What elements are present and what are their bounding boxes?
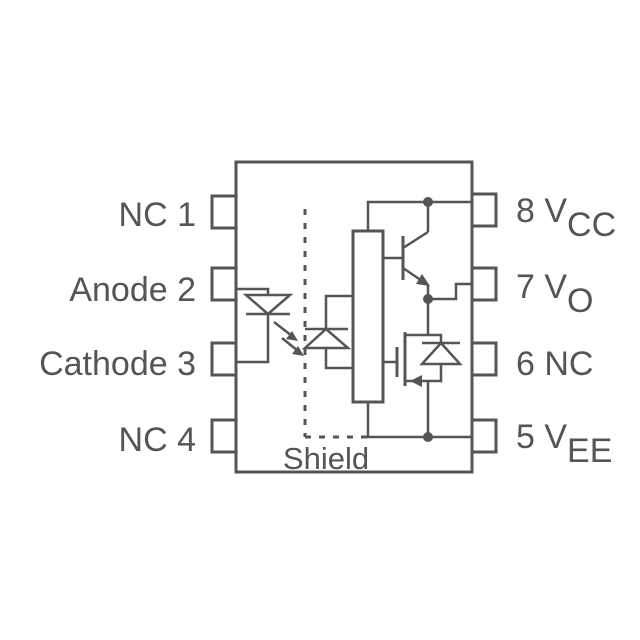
bjt-collector [402, 230, 429, 250]
anode-wire [236, 287, 270, 295]
mosfet-transistor [383, 332, 430, 437]
vo-wire [428, 282, 472, 301]
pin-6-label: 6 NC [516, 345, 593, 383]
light-arrows-icon [273, 321, 304, 356]
pin-7-stub [470, 266, 498, 302]
mosfet-arrow-icon [410, 375, 422, 387]
pin-1-stub [210, 194, 238, 230]
pin-6-prefix: 6 NC [516, 345, 593, 383]
photodiode-top-wire [324, 294, 353, 329]
body-diode-bottom-wire [428, 364, 443, 383]
pin-5-sub: EE [567, 432, 612, 470]
bjt-transistor [383, 202, 430, 335]
pin-2-stub [210, 266, 238, 302]
pin-1-label: NC 1 [119, 196, 196, 234]
right-pins [470, 192, 498, 454]
photodiode [301, 294, 353, 370]
vee-junction [423, 432, 433, 442]
pin-8-prefix: 8 V [516, 192, 567, 230]
body-diode-triangle [419, 341, 463, 366]
pin-3-stub [210, 341, 238, 377]
pin-8-label: 8 VCC [516, 192, 616, 244]
pin-4-stub [210, 418, 238, 454]
pin-4-label: NC 4 [119, 421, 196, 459]
pin-7-sub: O [567, 282, 593, 320]
body-diode-top-wire [428, 333, 443, 343]
photodiode-triangle [301, 327, 352, 350]
pin-5-stub [470, 418, 498, 454]
bjt-emitter-arrow-icon [416, 274, 430, 286]
pin-6-stub [470, 341, 498, 377]
vee-rail [366, 402, 472, 439]
pin-5-label: 5 VEE [516, 418, 612, 470]
pin-7-label: 7 VO [516, 268, 594, 320]
pin-8-stub [470, 192, 498, 228]
pin-7-prefix: 7 V [516, 268, 567, 306]
pin-3-label: Cathode 3 [39, 345, 196, 383]
led-triangle [242, 293, 294, 316]
shield [303, 209, 372, 439]
cathode-wire [236, 314, 270, 364]
pin-8-sub: CC [567, 206, 616, 244]
pin-5-prefix: 5 V [516, 418, 567, 456]
input-led [236, 287, 294, 364]
pin-2-label: Anode 2 [69, 271, 196, 309]
body-diode [419, 333, 463, 383]
shield-label: Shield [283, 441, 369, 476]
photodiode-bottom-wire [324, 348, 353, 370]
left-pins [210, 194, 238, 454]
vcc-rail [366, 200, 472, 231]
amplifier-block [351, 229, 385, 404]
package-body [234, 160, 474, 474]
